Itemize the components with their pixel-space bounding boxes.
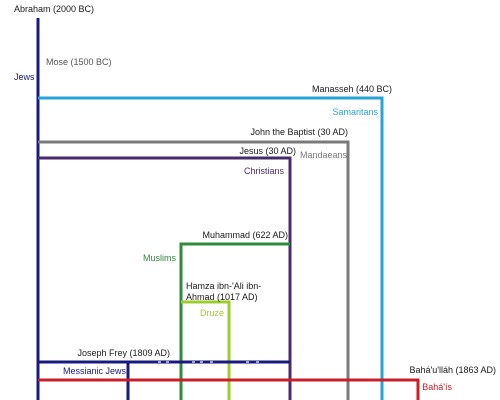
samaritans-line bbox=[38, 96, 384, 400]
label-hamza-line-2: Ahmad (1017 AD) bbox=[186, 292, 258, 302]
druze-line bbox=[181, 300, 231, 400]
label-mose: Mose (1500 BC) bbox=[46, 57, 112, 67]
christians-line bbox=[38, 156, 292, 400]
label-joseph-frey: Joseph Frey (1809 AD) bbox=[77, 348, 170, 358]
mandaeans-line bbox=[38, 140, 350, 400]
label-christians: Christians bbox=[244, 166, 285, 176]
label-jews: Jews bbox=[14, 72, 35, 82]
label-manasseh: Manasseh (440 BC) bbox=[312, 84, 392, 94]
muslims-line bbox=[179, 242, 290, 400]
label-messianic-jews: Messianic Jews bbox=[63, 366, 127, 376]
label-bahais: Bahá'ís bbox=[422, 382, 452, 392]
label-druze: Druze bbox=[200, 308, 224, 318]
label-john-the-baptist: John the Baptist (30 AD) bbox=[250, 127, 348, 137]
label-samaritans: Samaritans bbox=[332, 107, 378, 117]
bahais-line bbox=[38, 378, 420, 400]
label-mandaeans: Mandaeans bbox=[300, 150, 348, 160]
label-muslims: Muslims bbox=[143, 253, 176, 263]
label-hamza-line-1: Hamza ibn-'Ali ibn- bbox=[186, 281, 261, 291]
label-bahaullah: Bahá'u'lláh (1863 AD) bbox=[410, 365, 497, 375]
label-jesus: Jesus (30 AD) bbox=[239, 146, 296, 156]
label-muhammad: Muhammad (622 AD) bbox=[202, 230, 288, 240]
label-abraham: Abraham (2000 BC) bbox=[14, 4, 94, 14]
